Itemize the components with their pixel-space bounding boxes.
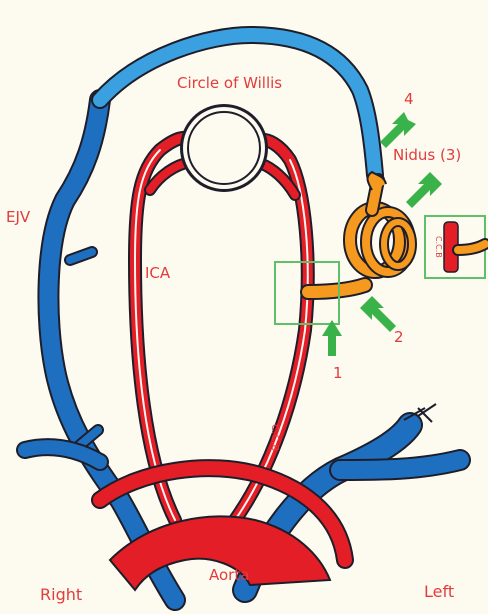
ccb-inset-diagram: C.C.B bbox=[434, 222, 485, 272]
ccb-inset-label: C.C.B bbox=[434, 236, 443, 258]
label-right: Right bbox=[40, 585, 82, 604]
arrow-nidus bbox=[406, 172, 442, 208]
label-arrow-4: 4 bbox=[404, 90, 414, 108]
arrow-2 bbox=[360, 296, 396, 332]
arrow-1 bbox=[322, 320, 342, 356]
label-ejv: EJV bbox=[6, 208, 31, 226]
label-ica: ICA bbox=[145, 264, 171, 282]
label-left: Left bbox=[424, 582, 454, 601]
circle-of-willis bbox=[180, 104, 268, 192]
label-nidus: Nidus (3) bbox=[393, 146, 461, 164]
label-aorta: Aorta bbox=[209, 566, 249, 584]
label-circle-of-willis: Circle of Willis bbox=[177, 74, 282, 92]
label-ccb-vertical: C.C.B bbox=[269, 424, 280, 451]
nidus-avm bbox=[308, 172, 412, 292]
label-arrow-2: 2 bbox=[394, 328, 404, 346]
arrow-4 bbox=[380, 112, 416, 148]
label-arrow-1: 1 bbox=[333, 364, 343, 382]
